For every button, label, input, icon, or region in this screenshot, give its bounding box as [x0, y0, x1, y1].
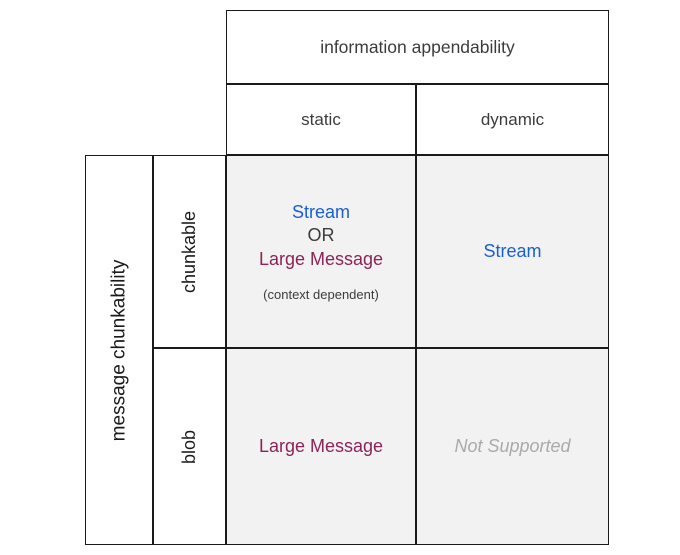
column-axis-title-label: information appendability	[320, 36, 515, 57]
cell-chunkable-static-note: (context dependent)	[263, 286, 379, 302]
row-axis-title: message chunkability	[85, 155, 153, 545]
column-header-dynamic-label: dynamic	[480, 109, 545, 129]
row-header-chunkable: chunkable	[153, 155, 226, 348]
cell-blob-dynamic: Not Supported	[416, 348, 609, 545]
cell-blob-static-primary: Large Message	[258, 435, 384, 456]
cell-chunkable-dynamic-primary: Stream	[483, 240, 542, 261]
cell-chunkable-static-primary: Stream	[291, 202, 350, 223]
column-header-dynamic: dynamic	[416, 84, 609, 155]
cell-chunkable-static-conjunction: OR	[307, 225, 335, 246]
cell-chunkable-static-values: Stream OR Large Message (context depende…	[259, 201, 383, 301]
cell-chunkable-static-secondary: Large Message	[258, 248, 384, 269]
column-header-static: static	[226, 84, 416, 155]
row-header-blob: blob	[153, 348, 226, 545]
column-header-static-label: static	[301, 109, 341, 129]
row-header-chunkable-label: chunkable	[179, 210, 200, 293]
row-header-blob-label: blob	[179, 429, 200, 464]
cell-blob-dynamic-primary: Not Supported	[454, 435, 571, 456]
column-axis-title: information appendability	[226, 10, 609, 84]
cell-blob-static: Large Message	[226, 348, 416, 545]
row-axis-title-label: message chunkability	[108, 259, 130, 441]
cell-chunkable-dynamic: Stream	[416, 155, 609, 348]
cell-chunkable-static: Stream OR Large Message (context depende…	[226, 155, 416, 348]
